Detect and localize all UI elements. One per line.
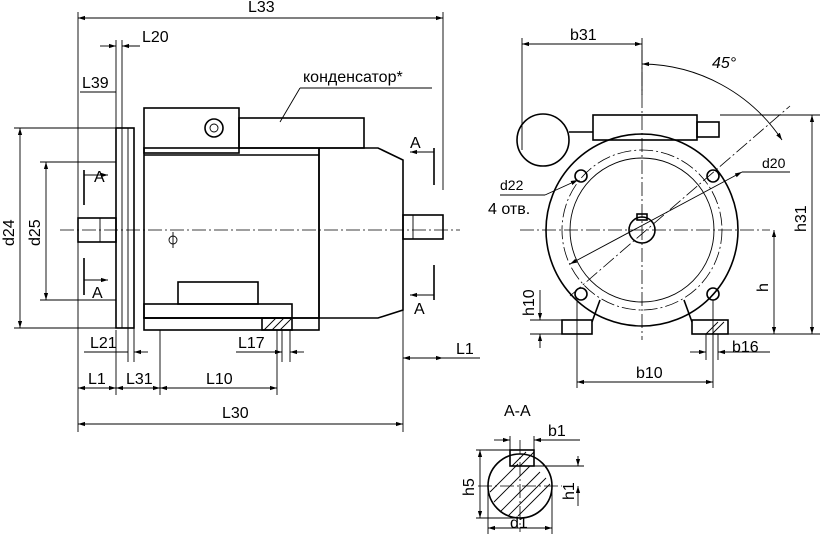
section-a-a <box>476 436 584 534</box>
dim-h31: h31 <box>793 205 810 232</box>
dim-h5: h5 <box>461 478 478 496</box>
dim-h1: h1 <box>561 482 578 500</box>
dim-L21: L21 <box>90 335 117 352</box>
dim-L20: L20 <box>142 29 169 46</box>
side-view <box>14 12 480 432</box>
dim-d22: d22 <box>500 177 524 193</box>
dim-L1-right: L1 <box>456 341 474 358</box>
dim-L39: L39 <box>82 75 109 92</box>
dim-d24: d24 <box>1 219 18 246</box>
dim-d25: d25 <box>27 219 44 246</box>
dim-L1-left: L1 <box>88 371 106 388</box>
dim-d20: d20 <box>762 155 786 171</box>
dim-L31: L31 <box>126 371 153 388</box>
section-title: A-A <box>504 403 531 420</box>
dim-L10: L10 <box>206 371 233 388</box>
section-mark-left-top: A <box>94 169 105 186</box>
section-mark-right-bottom: A <box>414 301 425 318</box>
front-view <box>500 38 820 388</box>
angle-label: 45° <box>712 55 737 72</box>
dim-b16: b16 <box>732 339 759 356</box>
holes-count: 4 отв. <box>488 201 530 218</box>
dim-b10: b10 <box>636 365 663 382</box>
section-mark-left-bottom: A <box>92 285 103 302</box>
dim-h: h <box>755 283 772 292</box>
dim-b31: b31 <box>570 27 597 44</box>
dim-b1: b1 <box>548 423 566 440</box>
section-mark-right-top: A <box>410 135 421 152</box>
dim-L33: L33 <box>248 0 275 16</box>
dim-L30: L30 <box>222 405 249 422</box>
dim-d1: d1 <box>510 515 528 532</box>
dim-h10: h10 <box>521 289 538 316</box>
capacitor-label: конденсатор* <box>303 69 403 86</box>
dim-L17: L17 <box>238 335 265 352</box>
